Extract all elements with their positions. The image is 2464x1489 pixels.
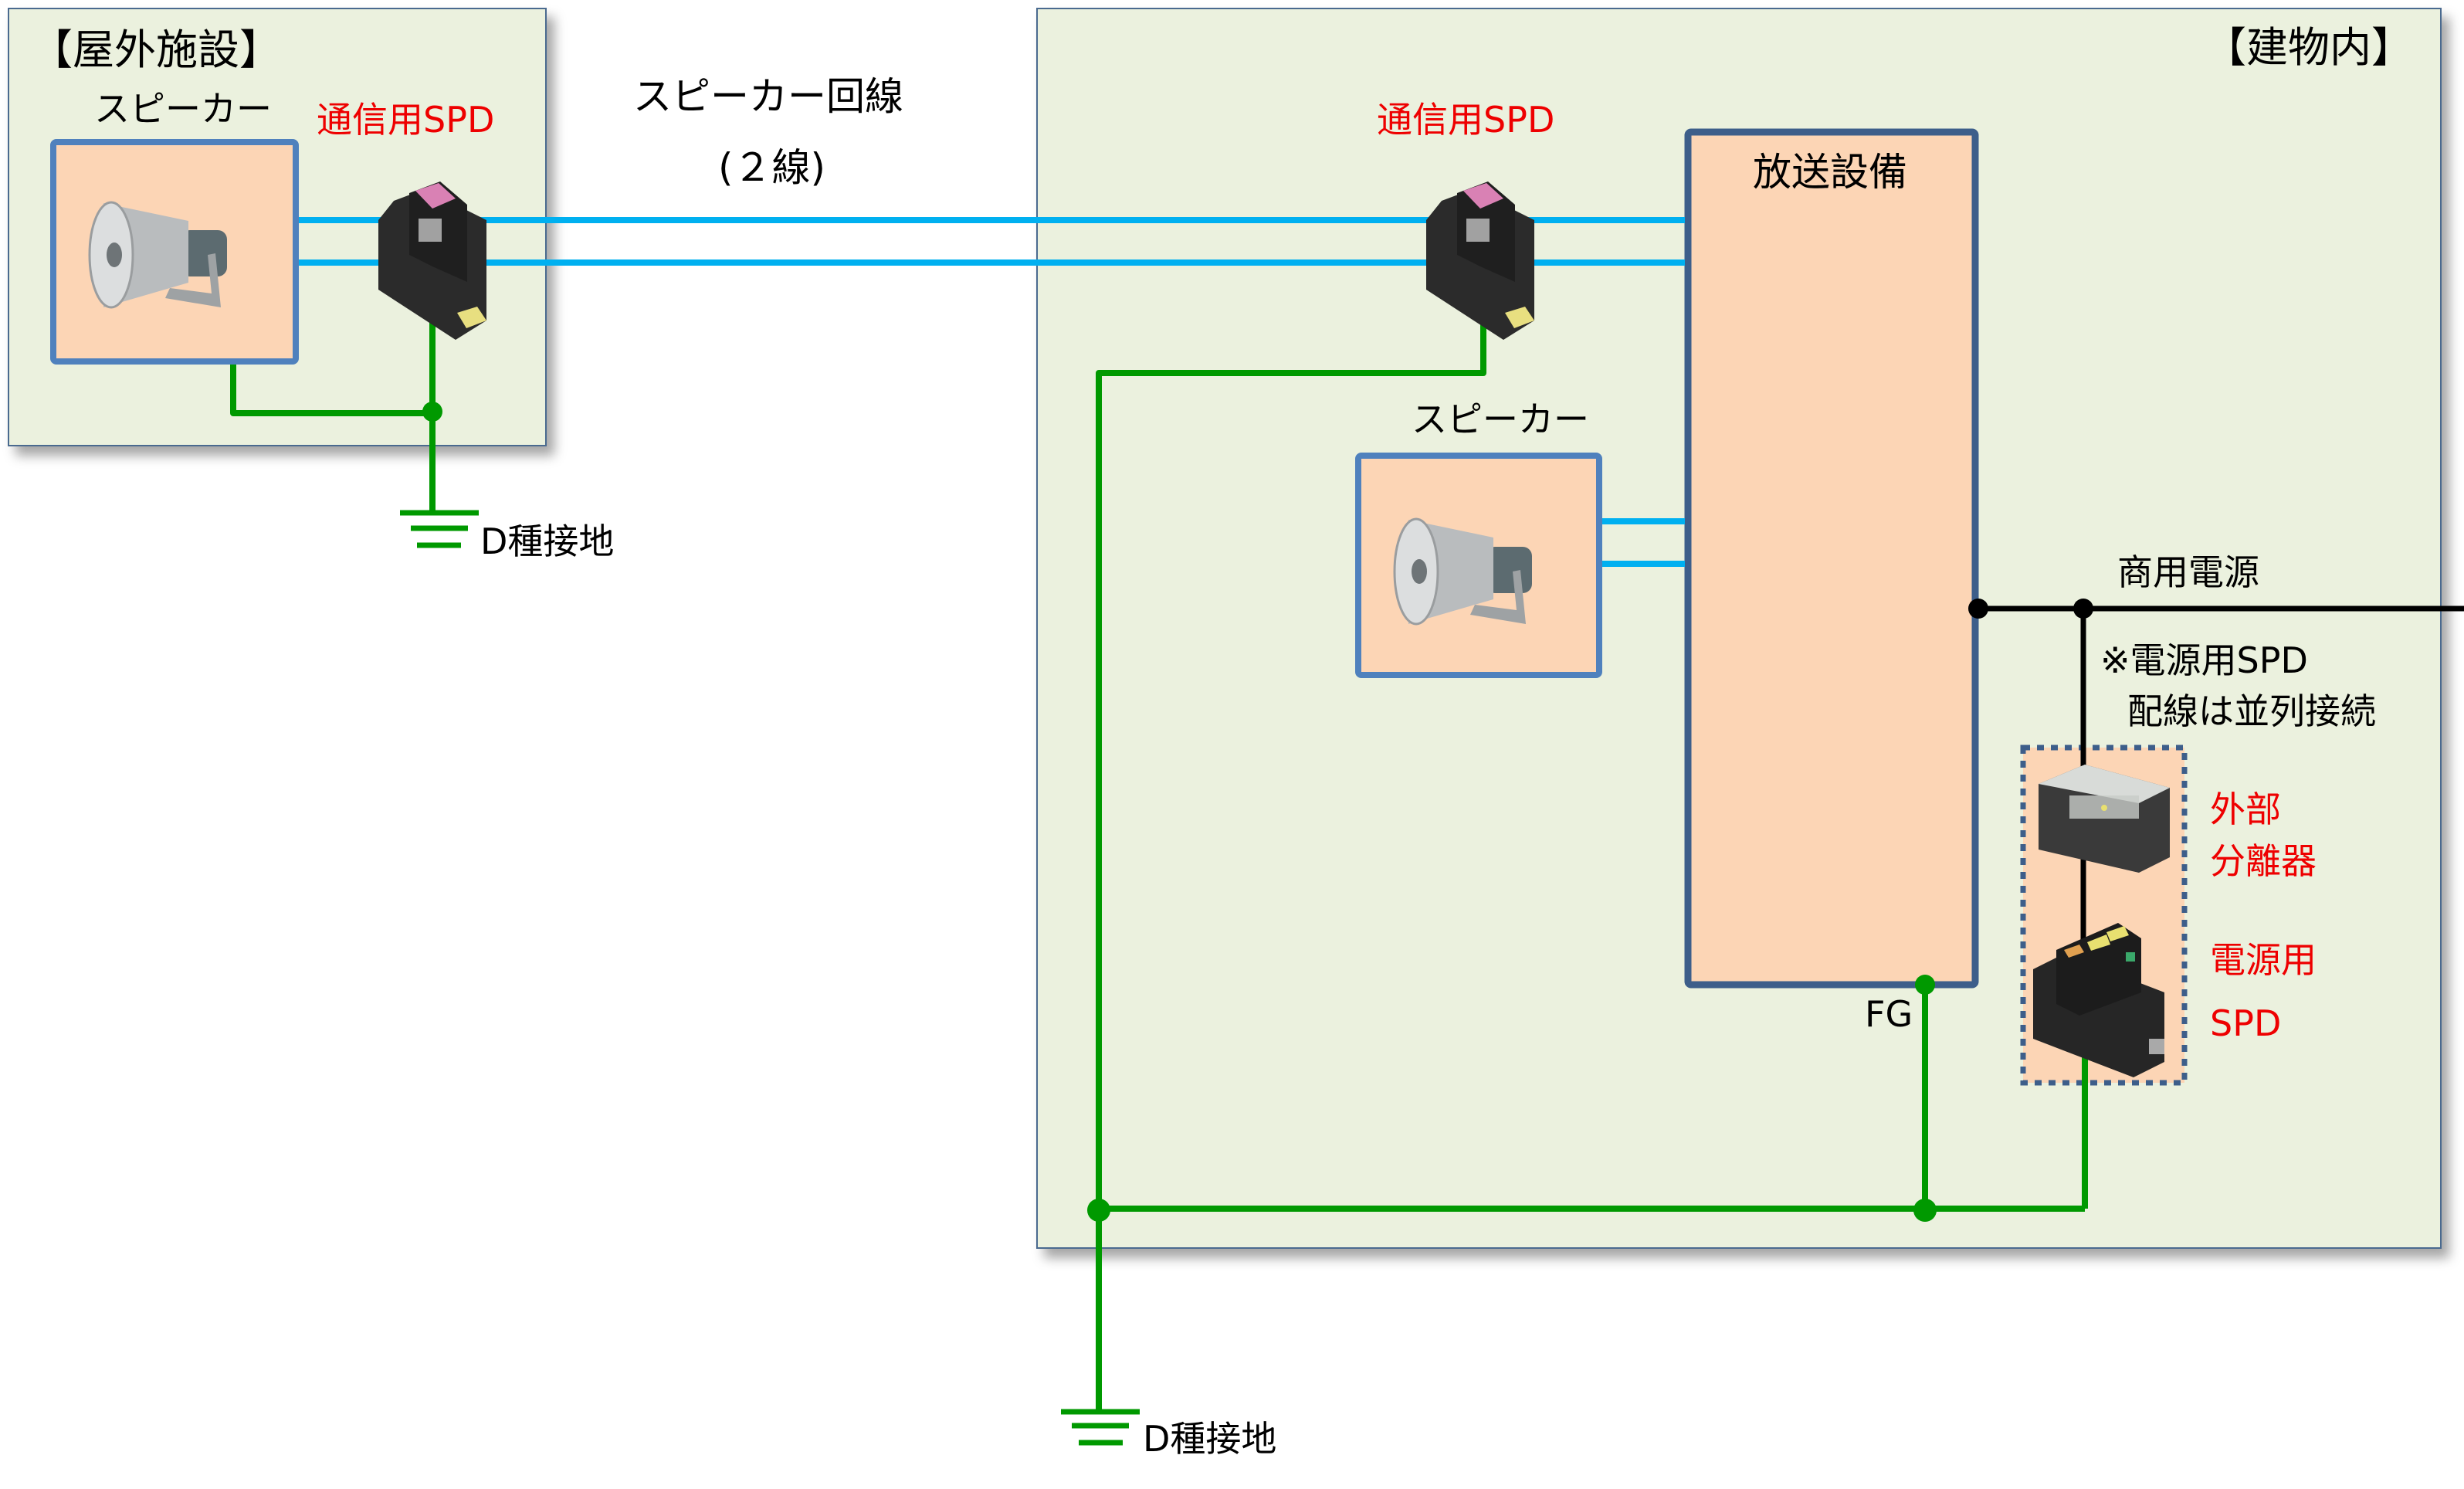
power-junction-dot-1 [1968, 599, 1988, 619]
indoor-spd-ground [1096, 301, 1486, 1412]
indoor-speaker-label: スピーカー [1412, 399, 1589, 440]
power-spd-label-line2: SPD [2210, 1002, 2282, 1044]
fg-terminal-label: FG [1865, 993, 1913, 1035]
indoor-panel-title: 【建物内】 [2205, 23, 2413, 72]
outdoor-panel-title: 【屋外施設】 [31, 25, 281, 74]
ground-junction-fg [1913, 1199, 1937, 1222]
ground-junction-left [1087, 1199, 1110, 1222]
horn-speaker-icon [1393, 517, 1532, 626]
broadcast-equipment-box [1684, 128, 1979, 989]
ground-lines [230, 301, 2088, 1412]
commercial-power-label: 商用電源 [2117, 551, 2259, 593]
outdoor-spd-label: 通信用SPD [317, 99, 495, 141]
broadcast-equipment-label: 放送設備 [1753, 150, 1907, 195]
disconnector-label-line1: 外部 [2210, 789, 2281, 830]
power-spd-note-line2: 配線は並列接続 [2127, 690, 2376, 732]
communication-spd-icon [1426, 181, 1534, 340]
communication-spd-icon [378, 181, 486, 340]
speaker-circuit-wires-label: (２線) [718, 145, 826, 190]
power-spd-icon [2033, 923, 2164, 1077]
outdoor-speaker-label: スピーカー [94, 88, 272, 130]
ground-symbol-icon [1061, 1409, 1140, 1446]
outdoor-speaker-ground [230, 365, 432, 416]
power-spd-note-line1: ※電源用SPD [2100, 639, 2308, 681]
indoor-spd-label: 通信用SPD [1377, 99, 1555, 141]
disconnector-label-line2: 分離器 [2210, 840, 2317, 882]
power-junction-dot-2 [2073, 599, 2093, 619]
outdoor-ground-label: D種接地 [480, 521, 615, 562]
outdoor-ground-junction [422, 402, 442, 422]
external-disconnector-icon [2039, 765, 2170, 873]
indoor-ground-label: D種接地 [1143, 1418, 1277, 1460]
ground-symbol-icon [400, 510, 479, 548]
fg-terminal-dot [1915, 975, 1935, 995]
horn-speaker-icon [88, 201, 227, 309]
power-spd-label-line1: 電源用 [2210, 939, 2317, 981]
speaker-circuit-label: スピーカー回線 [633, 74, 903, 119]
